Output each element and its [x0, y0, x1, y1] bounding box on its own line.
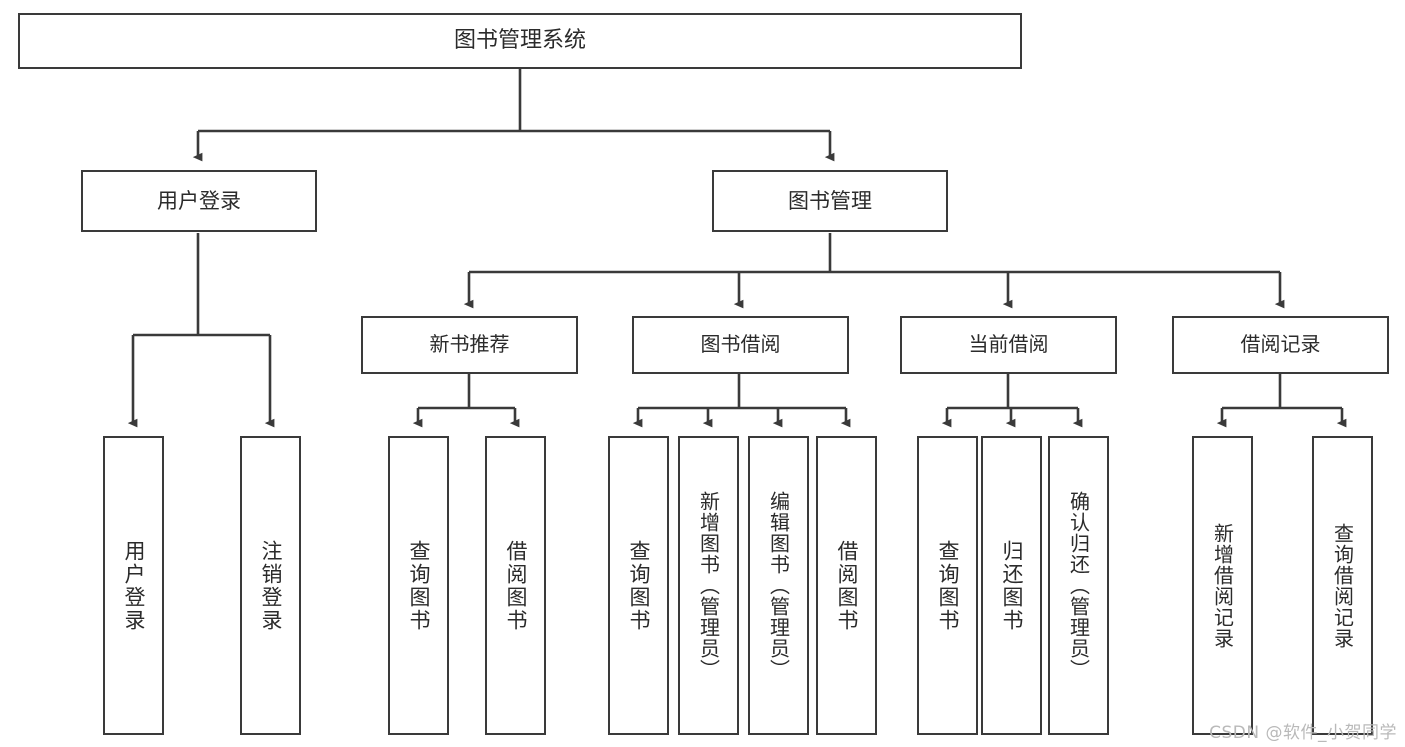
node-label: 编辑图书（管理员） — [766, 491, 791, 680]
node-label: 确认归还（管理员） — [1066, 491, 1091, 680]
node-root-book-management-system[interactable]: 图书管理系统 — [18, 13, 1022, 69]
csdn-watermark: CSDN @软件_小贺同学 — [1209, 723, 1397, 743]
node-label: 查询图书 — [627, 539, 651, 632]
node-label: 借阅记录 — [1240, 332, 1321, 357]
node-new-book-recommend[interactable]: 新书推荐 — [361, 316, 578, 374]
leaf-user-login-logout[interactable]: 注销登录 — [240, 436, 301, 735]
node-label: 用户登录 — [157, 188, 241, 213]
node-label: 图书管理 — [788, 188, 872, 213]
node-label: 新书推荐 — [429, 332, 510, 357]
node-borrow-record[interactable]: 借阅记录 — [1172, 316, 1389, 374]
node-label: 借阅图书 — [504, 539, 528, 632]
node-label: 新增图书（管理员） — [696, 491, 721, 680]
node-label: 注销登录 — [259, 539, 283, 632]
node-current-borrow[interactable]: 当前借阅 — [900, 316, 1117, 374]
node-label: 查询图书 — [407, 539, 431, 632]
node-label: 借阅图书 — [835, 539, 859, 632]
node-label: 图书管理系统 — [453, 28, 586, 54]
leaf-record-query-borrow-record[interactable]: 查询借阅记录 — [1312, 436, 1373, 735]
leaf-recommend-query-book[interactable]: 查询图书 — [388, 436, 449, 735]
node-label: 用户登录 — [122, 539, 146, 632]
node-label: 当前借阅 — [968, 332, 1049, 357]
leaf-current-return-book[interactable]: 归还图书 — [981, 436, 1042, 735]
leaf-borrow-edit-book-admin[interactable]: 编辑图书（管理员） — [748, 436, 809, 735]
node-label: 图书借阅 — [700, 332, 781, 357]
node-label: 新增借阅记录 — [1210, 522, 1235, 649]
leaf-borrow-add-book-admin[interactable]: 新增图书（管理员） — [678, 436, 739, 735]
node-book-borrow[interactable]: 图书借阅 — [632, 316, 849, 374]
leaf-borrow-query-book[interactable]: 查询图书 — [608, 436, 669, 735]
leaf-current-query-book[interactable]: 查询图书 — [917, 436, 978, 735]
leaf-recommend-borrow-book[interactable]: 借阅图书 — [485, 436, 546, 735]
node-label: 查询借阅记录 — [1330, 522, 1355, 649]
leaf-borrow-borrow-book[interactable]: 借阅图书 — [816, 436, 877, 735]
leaf-record-add-borrow-record[interactable]: 新增借阅记录 — [1192, 436, 1253, 735]
node-label: 查询图书 — [936, 539, 960, 632]
leaf-user-login-login[interactable]: 用户登录 — [103, 436, 164, 735]
leaf-current-confirm-return-admin[interactable]: 确认归还（管理员） — [1048, 436, 1109, 735]
node-user-login[interactable]: 用户登录 — [81, 170, 317, 232]
node-label: 归还图书 — [1000, 539, 1024, 632]
node-book-management[interactable]: 图书管理 — [712, 170, 948, 232]
